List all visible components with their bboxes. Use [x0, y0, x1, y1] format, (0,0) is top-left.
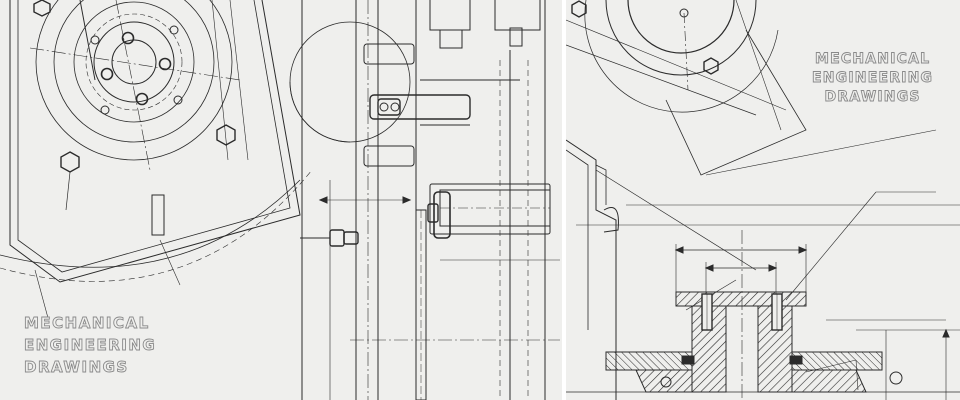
caption-line-2: ENGINEERING — [24, 336, 157, 355]
caption-line-3: DRAWINGS — [24, 358, 129, 377]
right-panel-caption: MECHANICAL ENGINEERING DRAWINGS — [812, 50, 933, 107]
caption-line-3: DRAWINGS — [824, 89, 921, 106]
left-panel-caption: MECHANICAL ENGINEERING DRAWINGS — [24, 312, 156, 378]
left-drawing-panel: MECHANICAL ENGINEERING DRAWINGS — [0, 0, 562, 400]
caption-line-2: ENGINEERING — [812, 70, 934, 87]
caption-line-1: MECHANICAL — [24, 314, 150, 333]
right-drawing-panel: MECHANICAL ENGINEERING DRAWINGS — [566, 0, 960, 400]
caption-line-1: MECHANICAL — [814, 51, 931, 68]
left-technical-drawing — [0, 0, 560, 400]
right-technical-drawing — [566, 0, 960, 400]
